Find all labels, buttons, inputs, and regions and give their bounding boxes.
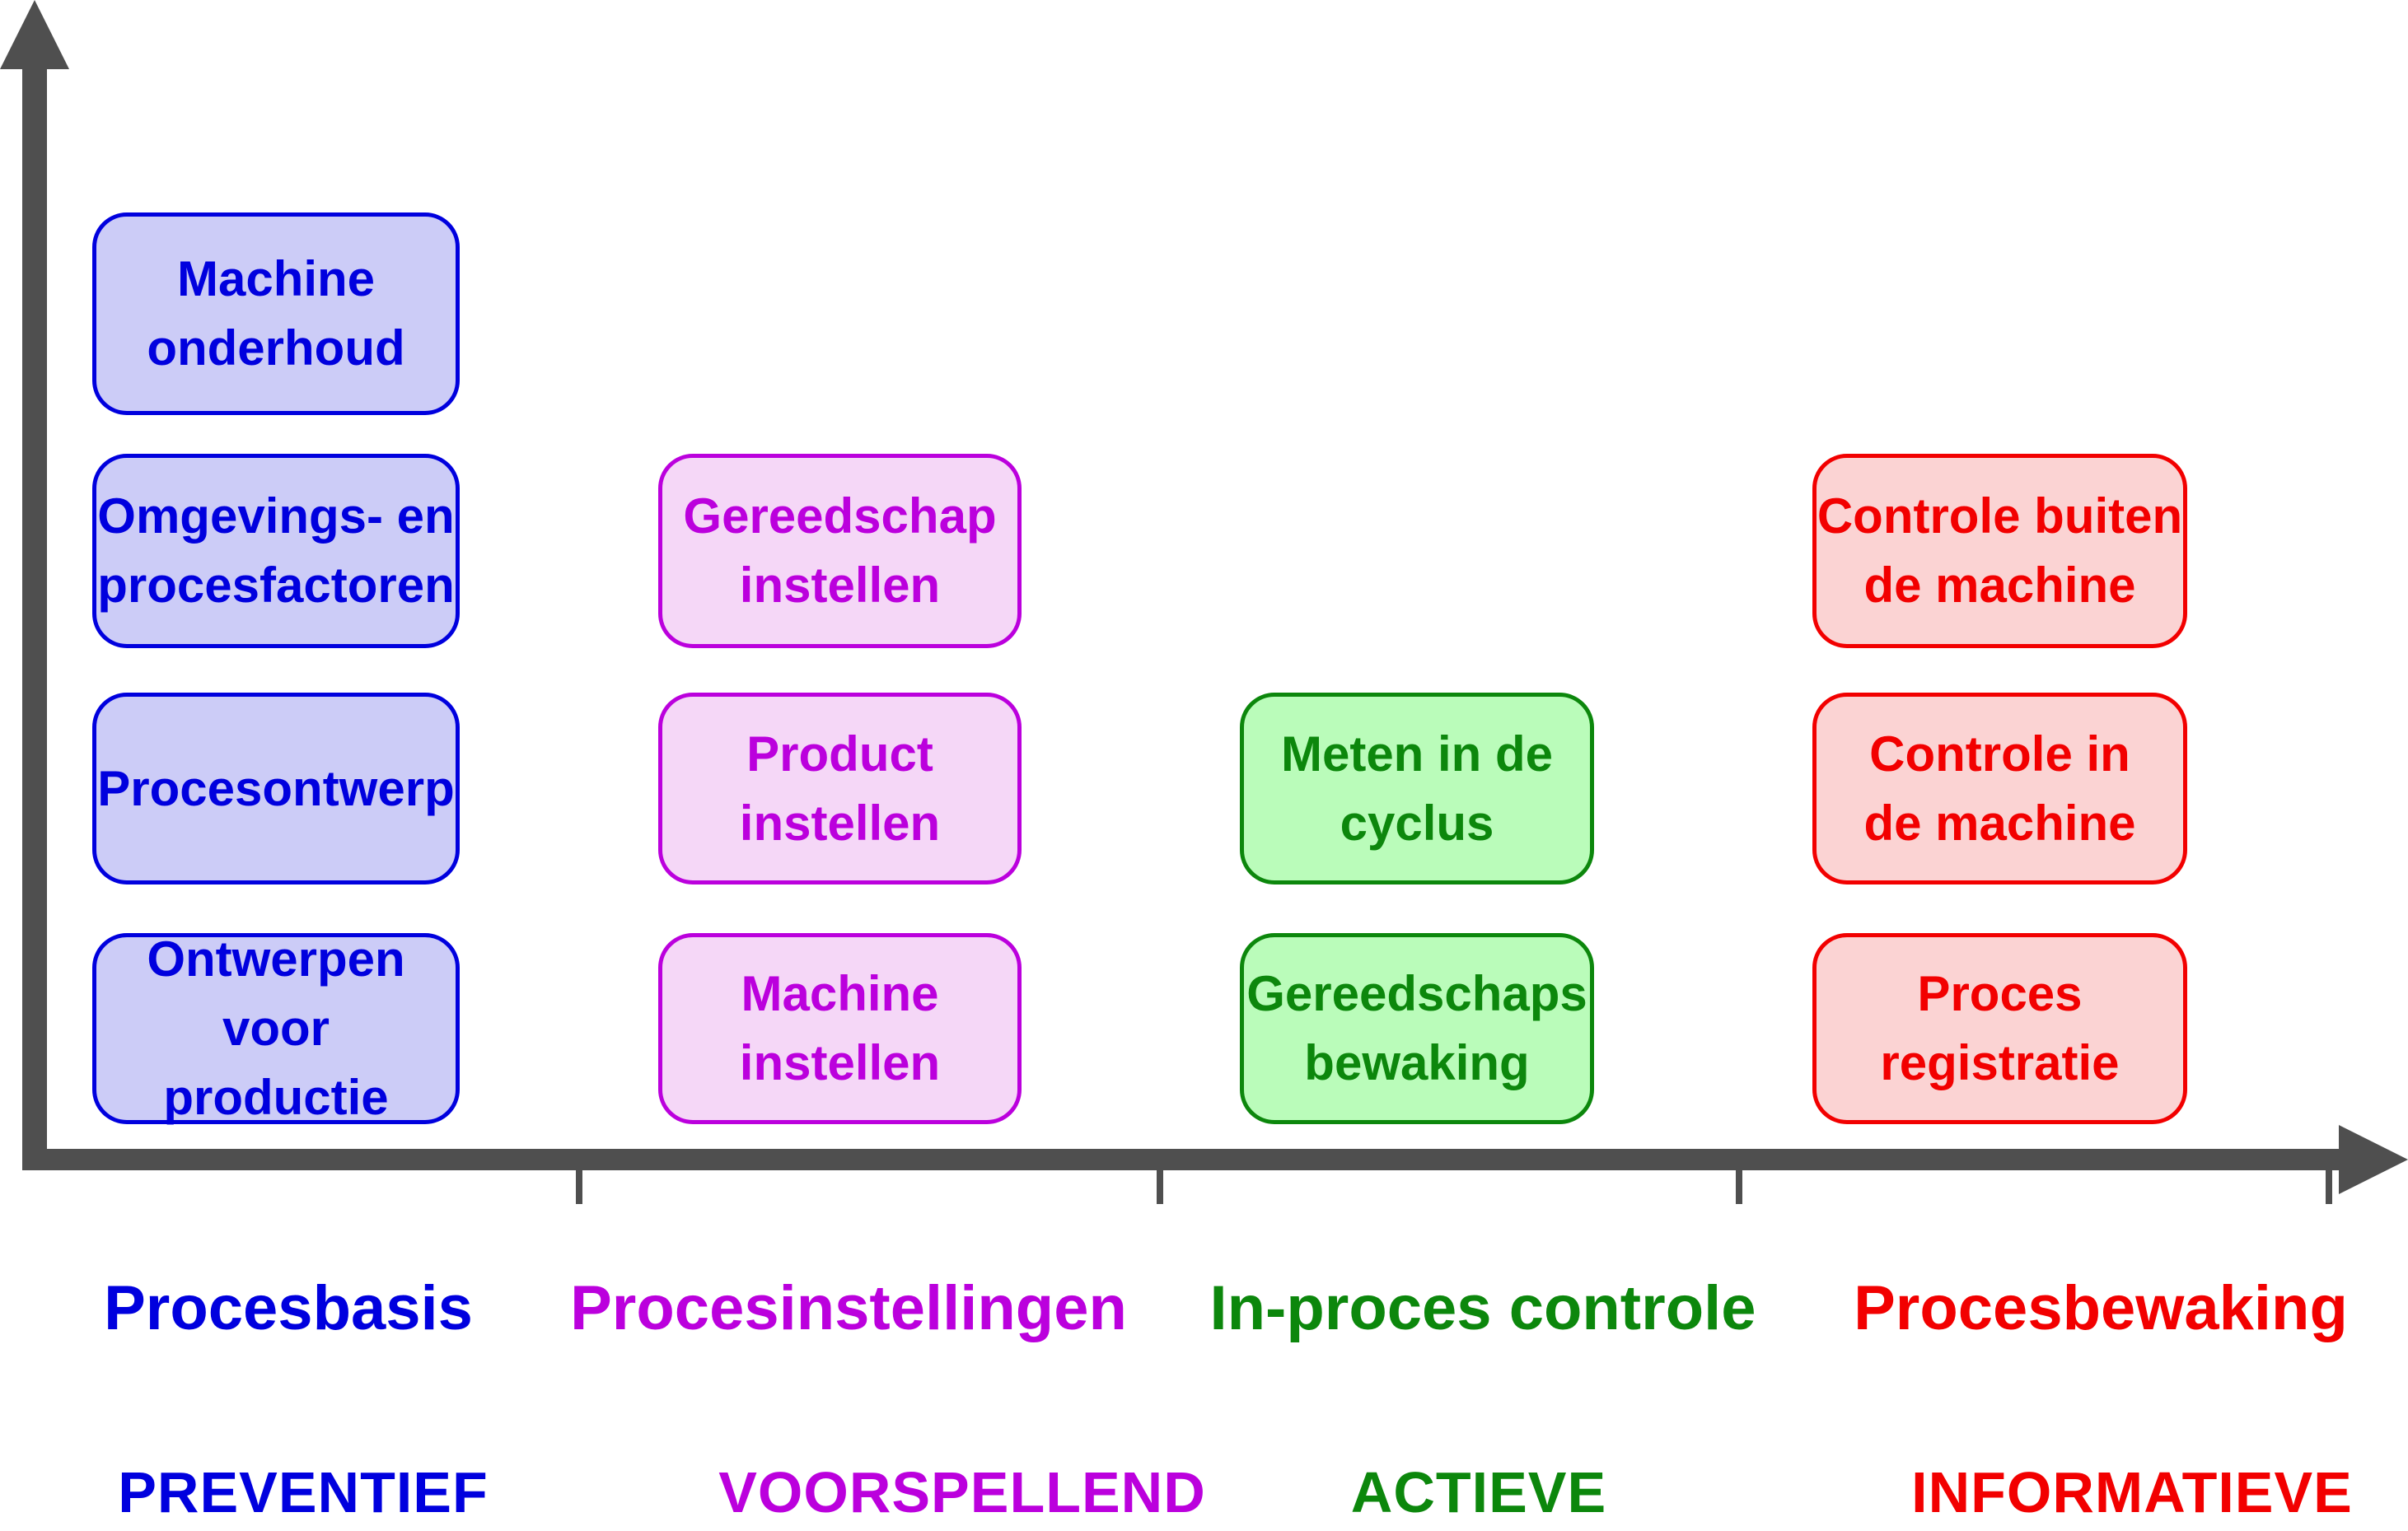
- box-label-line: Ontwerpen voor: [147, 931, 405, 1056]
- box-label-line: procesfactoren: [97, 558, 455, 613]
- box-label-line: cyclus: [1340, 795, 1494, 851]
- category-label-procesbasis: Procesbasis: [104, 1273, 473, 1343]
- box-label-line: Gereedschaps: [1246, 966, 1587, 1021]
- box-label-line: instellen: [739, 795, 941, 851]
- category-label-in-proces-controle: In-proces controle: [1209, 1273, 1756, 1343]
- category-label-procesinstellingen: Procesinstellingen: [570, 1273, 1127, 1343]
- box-proces-registratie: Proces registratie: [1812, 933, 2187, 1124]
- box-label-line: Meten in de: [1280, 726, 1554, 782]
- box-gereedschap-instellen: Gereedschap instellen: [658, 454, 1022, 648]
- box-omgevings-en-procesfactoren: Omgevings- en procesfactoren: [92, 454, 460, 648]
- box-label-line: bewaking: [1304, 1035, 1530, 1090]
- box-label-line: Gereedschap: [683, 488, 997, 544]
- box-label-line: instellen: [739, 558, 941, 613]
- box-procesontwerp: Procesontwerp: [92, 693, 460, 885]
- box-ontwerpen-voor-productie: Ontwerpen voor productie: [92, 931, 460, 1125]
- x-axis-tick: [1736, 1170, 1742, 1204]
- box-label-line: Controle buiten: [1817, 488, 2183, 544]
- box-product-instellen: Product instellen: [658, 693, 1022, 885]
- type-label-informatieve: INFORMATIEVE: [1911, 1460, 2353, 1524]
- category-label-procesbewaking: Procesbewaking: [1854, 1273, 2348, 1343]
- box-gereedschaps-bewaking: Gereedschaps bewaking: [1240, 933, 1594, 1124]
- x-axis-arrowhead: [2339, 1125, 2408, 1194]
- box-label-line: productie: [163, 1070, 389, 1125]
- x-axis-tick: [2326, 1170, 2332, 1204]
- box-label-line: Controle in: [1869, 726, 2130, 782]
- box-machine-onderhoud: Machine onderhoud: [92, 212, 460, 415]
- box-label-line: Procesontwerp: [97, 760, 455, 816]
- x-axis-line: [22, 1149, 2344, 1170]
- y-axis-line: [22, 63, 47, 1170]
- box-controle-buiten-de-machine: Controle buiten de machine: [1812, 454, 2187, 648]
- box-label-line: de machine: [1863, 558, 2136, 613]
- box-controle-in-de-machine: Controle in de machine: [1812, 693, 2187, 885]
- box-label-line: Omgevings- en: [97, 488, 455, 544]
- box-label-line: instellen: [739, 1035, 941, 1090]
- box-label-line: Proces: [1917, 966, 2083, 1021]
- box-label-line: onderhoud: [147, 320, 405, 376]
- type-label-voorspellend: VOORSPELLEND: [718, 1460, 1206, 1524]
- box-label-line: Machine: [741, 966, 939, 1021]
- box-machine-instellen: Machine instellen: [658, 933, 1022, 1124]
- box-label-line: de machine: [1863, 795, 2136, 851]
- x-axis-tick: [1157, 1170, 1163, 1204]
- box-label-line: registratie: [1880, 1035, 2120, 1090]
- type-label-actieve: ACTIEVE: [1350, 1460, 1607, 1524]
- box-label-line: Product: [746, 726, 933, 782]
- type-label-preventief: PREVENTIEF: [118, 1460, 489, 1524]
- y-axis-arrowhead: [0, 0, 69, 69]
- box-meten-in-de-cyclus: Meten in de cyclus: [1240, 693, 1594, 885]
- x-axis-tick: [576, 1170, 582, 1204]
- box-label-line: Machine: [176, 251, 376, 306]
